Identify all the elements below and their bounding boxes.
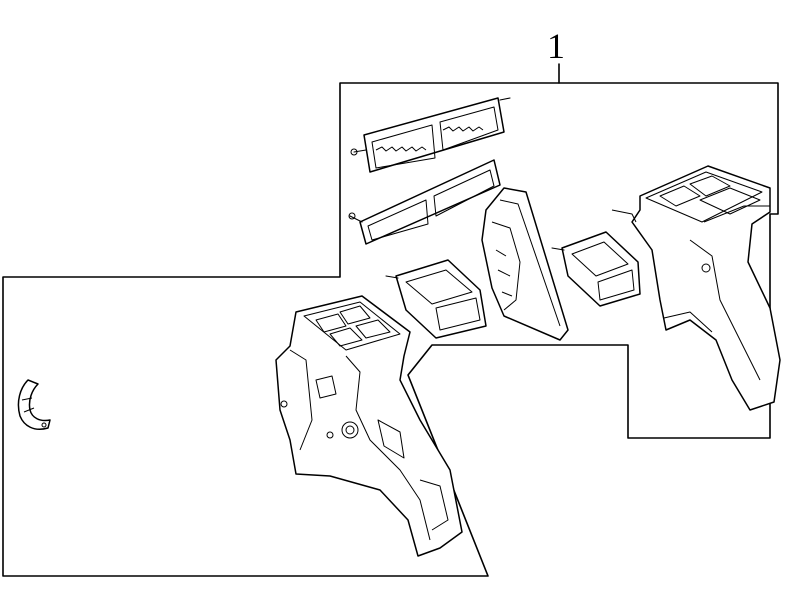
- heater-housing-right: [611, 165, 781, 411]
- duct-box-left: [385, 259, 487, 339]
- assembly-boundary: [2, 82, 779, 577]
- duct-box-right: [551, 231, 641, 307]
- filter-frame-upper: [350, 97, 511, 173]
- damper-panel: [481, 187, 569, 341]
- filter-frame-lower: [348, 159, 501, 245]
- callout-label-1: 1: [547, 26, 565, 66]
- clip-part: [17, 379, 51, 430]
- heater-housing-left: [275, 295, 463, 557]
